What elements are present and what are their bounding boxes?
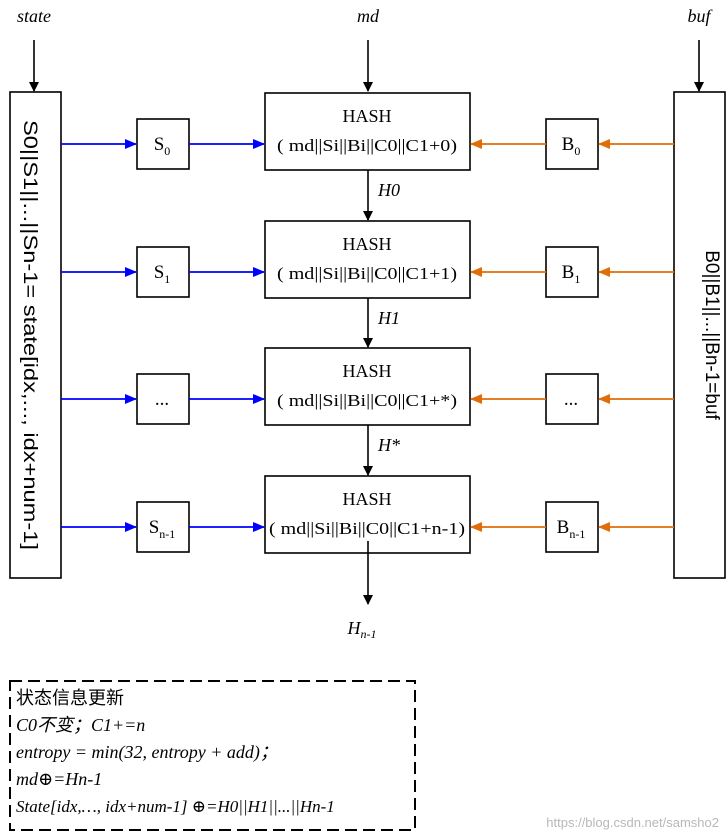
b-label-0: B0 [562, 134, 581, 158]
hash-formula-0: ( md||Si||Bi||C0||C1+0) [277, 136, 457, 155]
s-label-2: ... [155, 389, 169, 410]
notes-line-1: C0不变；C1+=n [16, 715, 146, 735]
input-label-buf: buf [687, 6, 713, 26]
hash-title-2: HASH [342, 361, 391, 381]
hash-formula-1: ( md||Si||Bi||C0||C1+1) [277, 264, 457, 283]
notes-line-3: md⊕=Hn-1 [16, 769, 103, 789]
hash-formula-3: ( md||Si||Bi||C0||C1+n-1) [269, 519, 465, 538]
buf-bar-label: B0||B1||...||Bn-1=buf [701, 250, 722, 420]
hash-box-2 [264, 347, 471, 426]
final-output-sub: n-1 [361, 627, 377, 641]
state-bar-label: S0||S1||...||Sn-1= state[idx,..., idx+nu… [19, 120, 40, 550]
b-label-1: B1 [562, 262, 581, 286]
notes-box [9, 680, 416, 831]
hash-title-1: HASH [342, 234, 391, 254]
s-box-0 [136, 118, 190, 170]
hash-formula-2: ( md||Si||Bi||C0||C1+*) [277, 391, 457, 410]
s-label-0: S0 [154, 134, 171, 158]
watermark: https://blog.csdn.net/samsho2 [546, 815, 719, 830]
s-label-1: S1 [154, 262, 171, 286]
b-box-1 [545, 246, 599, 298]
notes-panel: 状态信息更新 C0不变；C1+=n entropy = min(32, entr… [10, 681, 415, 830]
hash-title-0: HASH [342, 106, 391, 126]
chain-output-label-1: H1 [377, 308, 400, 328]
state-bar [9, 91, 62, 579]
s-box-1 [136, 246, 190, 298]
input-label-state: state [17, 6, 51, 26]
hash-box-0 [264, 92, 471, 171]
b-box-0 [545, 118, 599, 170]
chain-output-label-0: H0 [377, 180, 400, 200]
buf-bar [673, 91, 726, 579]
notes-line-2: entropy = min(32, entropy + add)； [16, 742, 278, 762]
input-label-md: md [357, 6, 380, 26]
notes-title: 状态信息更新 [16, 688, 124, 709]
chain-output-label-2: H* [377, 435, 400, 455]
hash-title-3: HASH [342, 489, 391, 509]
b-label-3: Bn-1 [557, 517, 586, 541]
s-box-2 [136, 373, 190, 425]
final-output-main: H [347, 618, 362, 638]
b-label-2: ... [564, 389, 578, 410]
final-output-label: Hn-1 [347, 618, 377, 641]
hash-box-1 [264, 220, 471, 299]
s-label-3: Sn-1 [149, 517, 176, 541]
b-box-3 [545, 501, 599, 553]
hash-box-3 [264, 475, 471, 554]
notes-line-4: State[idx,…, idx+num-1] ⊕=H0||H1||...||H… [16, 797, 335, 816]
